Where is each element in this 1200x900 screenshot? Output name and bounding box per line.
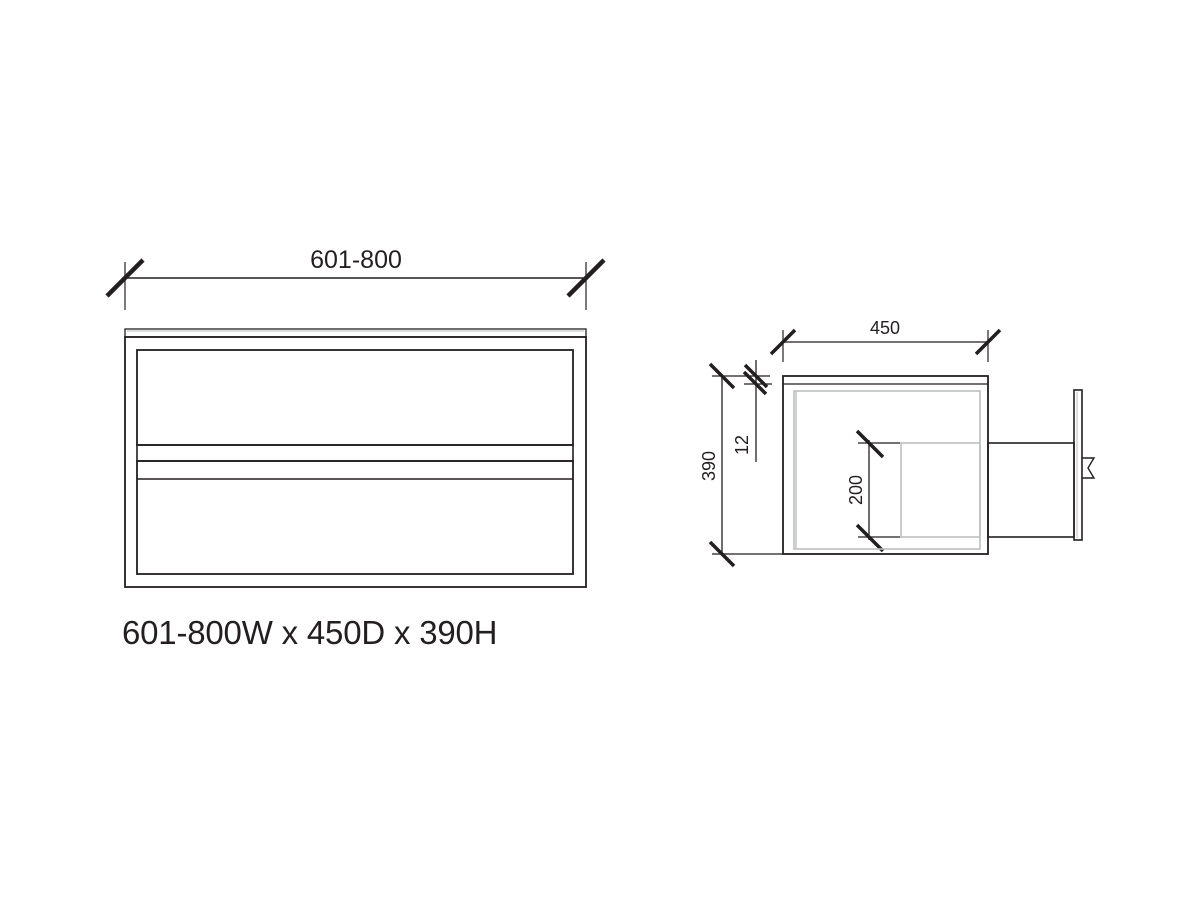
side-drawer-box [900, 442, 981, 538]
side-drawer-height-tick-top [855, 429, 885, 459]
side-drawer-height-dimension [855, 429, 900, 553]
side-depth-tick-right [974, 328, 1002, 356]
side-height-label: 390 [699, 451, 719, 481]
side-drawer-runner [987, 442, 1075, 538]
front-benchtop [124, 328, 587, 338]
side-top-thickness-tick-top [743, 363, 769, 389]
front-width-tick-left [105, 258, 145, 298]
dimensions-caption: 601-800W x 450D x 390H [122, 614, 498, 651]
side-drawer-height-label: 200 [846, 475, 866, 505]
side-top-thickness-tick-bottom [742, 370, 768, 396]
side-depth-tick-left [769, 328, 797, 356]
side-inner-carcass [793, 390, 981, 550]
side-cabinet-body [782, 375, 989, 555]
side-depth-dimension [769, 328, 1002, 362]
side-view [708, 328, 1096, 568]
front-width-tick-right [566, 258, 606, 298]
front-upper-drawer [136, 349, 574, 446]
side-top-thickness-dimension [742, 360, 772, 462]
side-depth-label: 450 [870, 318, 900, 338]
front-lower-drawer [136, 460, 574, 575]
front-width-dimension [105, 258, 606, 310]
side-drawer-front [1073, 389, 1083, 541]
side-height-dimension [708, 362, 783, 568]
front-width-label: 601-800 [310, 246, 402, 274]
side-height-tick-top [708, 362, 736, 390]
front-view [105, 258, 606, 588]
side-top-thickness-label: 12 [732, 435, 752, 455]
side-drawer-height-tick-bottom [855, 523, 885, 553]
side-height-tick-bottom [708, 540, 736, 568]
side-handle-notch [1082, 457, 1096, 479]
front-cabinet-body [124, 336, 587, 588]
front-handle-rail [136, 444, 574, 462]
